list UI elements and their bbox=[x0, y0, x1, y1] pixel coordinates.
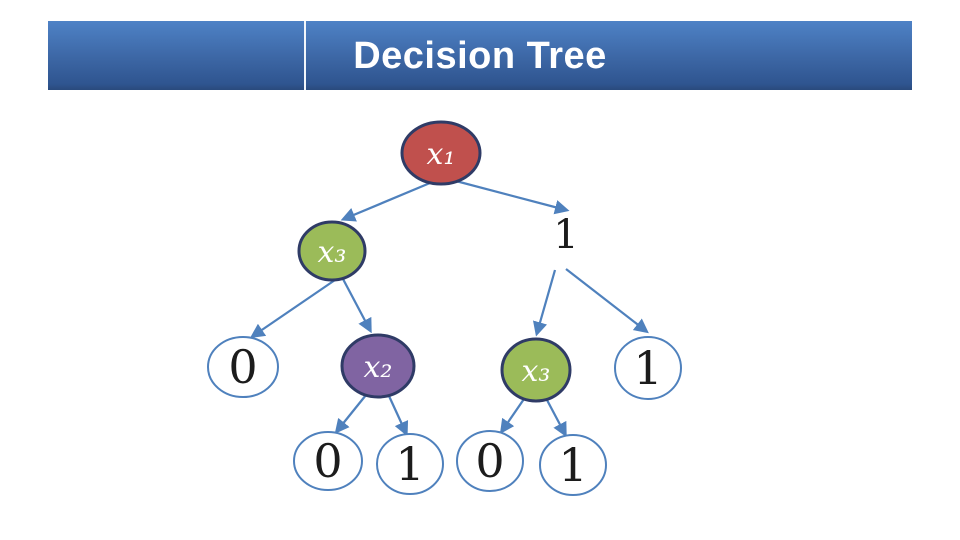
node-x3-right-shape bbox=[500, 337, 572, 403]
leaf-x2-1-label: 1 bbox=[395, 437, 424, 491]
leaf-x2-1: 1 bbox=[376, 433, 444, 495]
title-divider bbox=[304, 21, 306, 90]
edge-x3l-to-x2 bbox=[342, 278, 372, 334]
leaf-x3r-0-label: 0 bbox=[475, 434, 504, 488]
leaf-1-right-label: 1 bbox=[633, 341, 662, 395]
node-x3-right-label: x₃ bbox=[522, 354, 551, 389]
leaf-x3r-0: 0 bbox=[456, 430, 524, 492]
leaf-x3r-1: 1 bbox=[539, 434, 607, 496]
branch-label-right: 1 bbox=[553, 212, 578, 258]
title-bar: Decision Tree bbox=[48, 21, 912, 90]
leaf-x2-0-label: 0 bbox=[313, 434, 342, 488]
edge-x3r-to-leaf1 bbox=[546, 399, 567, 438]
edge-branch-to-x3-right bbox=[532, 269, 557, 337]
node-x3-right: x₃ bbox=[500, 337, 572, 403]
node-x1-shape bbox=[400, 120, 482, 186]
edge-x1-to-x3-left bbox=[340, 181, 431, 222]
node-x3-left-shape bbox=[297, 220, 367, 282]
edge-x2-to-leaf0 bbox=[334, 394, 367, 434]
node-x2-shape bbox=[340, 333, 416, 399]
leaf-1-right-shape bbox=[614, 336, 682, 400]
leaf-0-left-label: 0 bbox=[228, 340, 257, 394]
edge-x2-to-leaf1 bbox=[387, 395, 409, 437]
leaf-x2-0-shape bbox=[293, 431, 363, 491]
node-x2-label: x₂ bbox=[364, 350, 393, 385]
node-x1: x₁ bbox=[400, 120, 482, 186]
leaf-x3r-0-shape bbox=[456, 430, 524, 492]
node-x2: x₂ bbox=[340, 333, 416, 399]
leaf-1-right: 1 bbox=[614, 336, 682, 400]
leaf-x2-0: 0 bbox=[293, 431, 363, 491]
edge-x3l-to-leaf0 bbox=[249, 279, 336, 339]
leaf-0-left: 0 bbox=[207, 336, 279, 398]
edge-x1-to-branch-1 bbox=[451, 178, 570, 215]
leaf-x3r-1-shape bbox=[539, 434, 607, 496]
tree-edges bbox=[249, 178, 649, 438]
decision-tree-diagram: 1 x₁ x₃ 0 x₂ x₃ 1 0 bbox=[207, 120, 682, 496]
node-x3-left-label: x₃ bbox=[318, 235, 347, 270]
leaf-x2-1-shape bbox=[376, 433, 444, 495]
edge-x3r-to-leaf0 bbox=[499, 398, 525, 435]
node-x1-label: x₁ bbox=[427, 137, 456, 172]
leaf-0-left-shape bbox=[207, 336, 279, 398]
node-x3-left: x₃ bbox=[297, 220, 367, 282]
page-title: Decision Tree bbox=[353, 35, 607, 77]
edge-branch-to-leaf1 bbox=[565, 268, 649, 334]
leaf-x3r-1-label: 1 bbox=[558, 438, 587, 492]
